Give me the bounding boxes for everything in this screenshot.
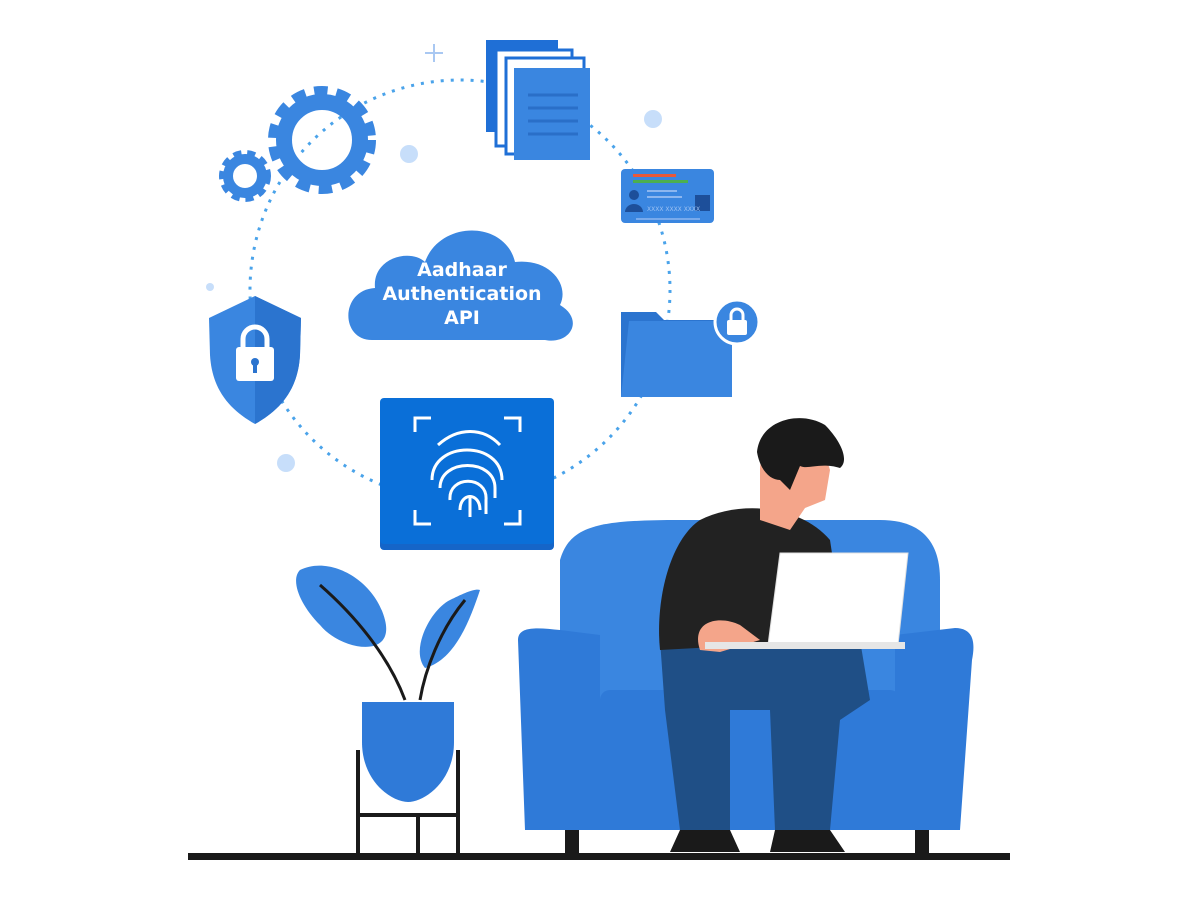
- potted-plant: [296, 565, 480, 858]
- shield-lock-icon: [209, 296, 301, 424]
- laptop-base: [705, 642, 905, 649]
- gear-icon: [219, 86, 376, 202]
- person-with-laptop: [659, 418, 909, 852]
- id-card-icon: XXXX XXXX XXXX: [621, 169, 714, 223]
- floor-line: [188, 853, 1010, 860]
- documents-icon: [486, 40, 590, 160]
- fingerprint-scanner-icon: [380, 398, 554, 550]
- cloud-title-line1: Aadhaar: [417, 259, 507, 281]
- cloud-title-line2: Authentication: [382, 283, 541, 305]
- folder-lock-icon: [621, 298, 761, 397]
- id-card-number: XXXX XXXX XXXX: [647, 206, 700, 213]
- decorative-dots: [206, 44, 662, 472]
- dotted-orbit: [248, 78, 672, 502]
- cloud-api: Aadhaar Authentication API: [348, 230, 573, 341]
- cloud-title-line3: API: [444, 307, 480, 329]
